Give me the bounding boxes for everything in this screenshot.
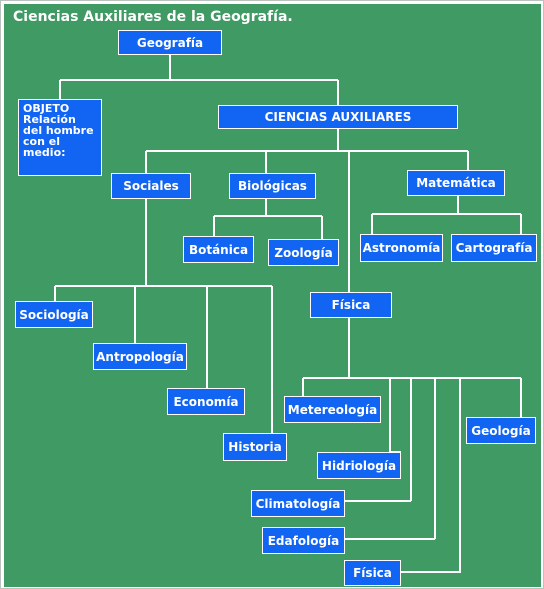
node-hidriologia: Hidriología xyxy=(317,452,401,479)
connector-biologicas xyxy=(213,199,323,239)
node-objeto: OBJETO Relación del hombre con el medio: xyxy=(18,99,102,176)
node-fisica: Física xyxy=(344,560,401,586)
connector-matematica xyxy=(371,196,522,234)
diagram-title: Ciencias Auxiliares de la Geografía. xyxy=(13,9,293,25)
node-botanica: Botánica xyxy=(183,236,254,263)
node-sociologia: Sociología xyxy=(15,301,93,328)
node-geologia: Geología xyxy=(466,417,536,444)
connector-fisica xyxy=(302,318,522,573)
connector-geografia xyxy=(59,55,339,105)
node-biologicas: Biológicas xyxy=(229,173,316,199)
connector-ciencias xyxy=(145,128,469,292)
node-astronomia: Astronomía xyxy=(360,234,443,262)
node-antropologia: Antropología xyxy=(93,343,187,370)
node-matematica: Matemática xyxy=(407,170,505,196)
node-sociales: Sociales xyxy=(111,173,191,199)
node-economia: Economía xyxy=(167,388,245,415)
node-fisica-grupo: Física xyxy=(310,292,392,318)
node-metereologia: Metereología xyxy=(284,396,381,423)
diagram-canvas: Ciencias Auxiliares de la Geografía. Geo… xyxy=(4,4,541,587)
node-zoologia: Zoología xyxy=(268,239,339,266)
node-cartografia: Cartografía xyxy=(451,234,537,262)
node-edafologia: Edafología xyxy=(262,527,345,554)
node-historia: Historia xyxy=(223,433,287,461)
node-geografia: Geografía xyxy=(118,30,222,55)
connector-sociales xyxy=(54,199,273,433)
node-ciencias-auxiliares: CIENCIAS AUXILIARES xyxy=(218,105,458,129)
node-climatologia: Climatología xyxy=(251,490,345,517)
